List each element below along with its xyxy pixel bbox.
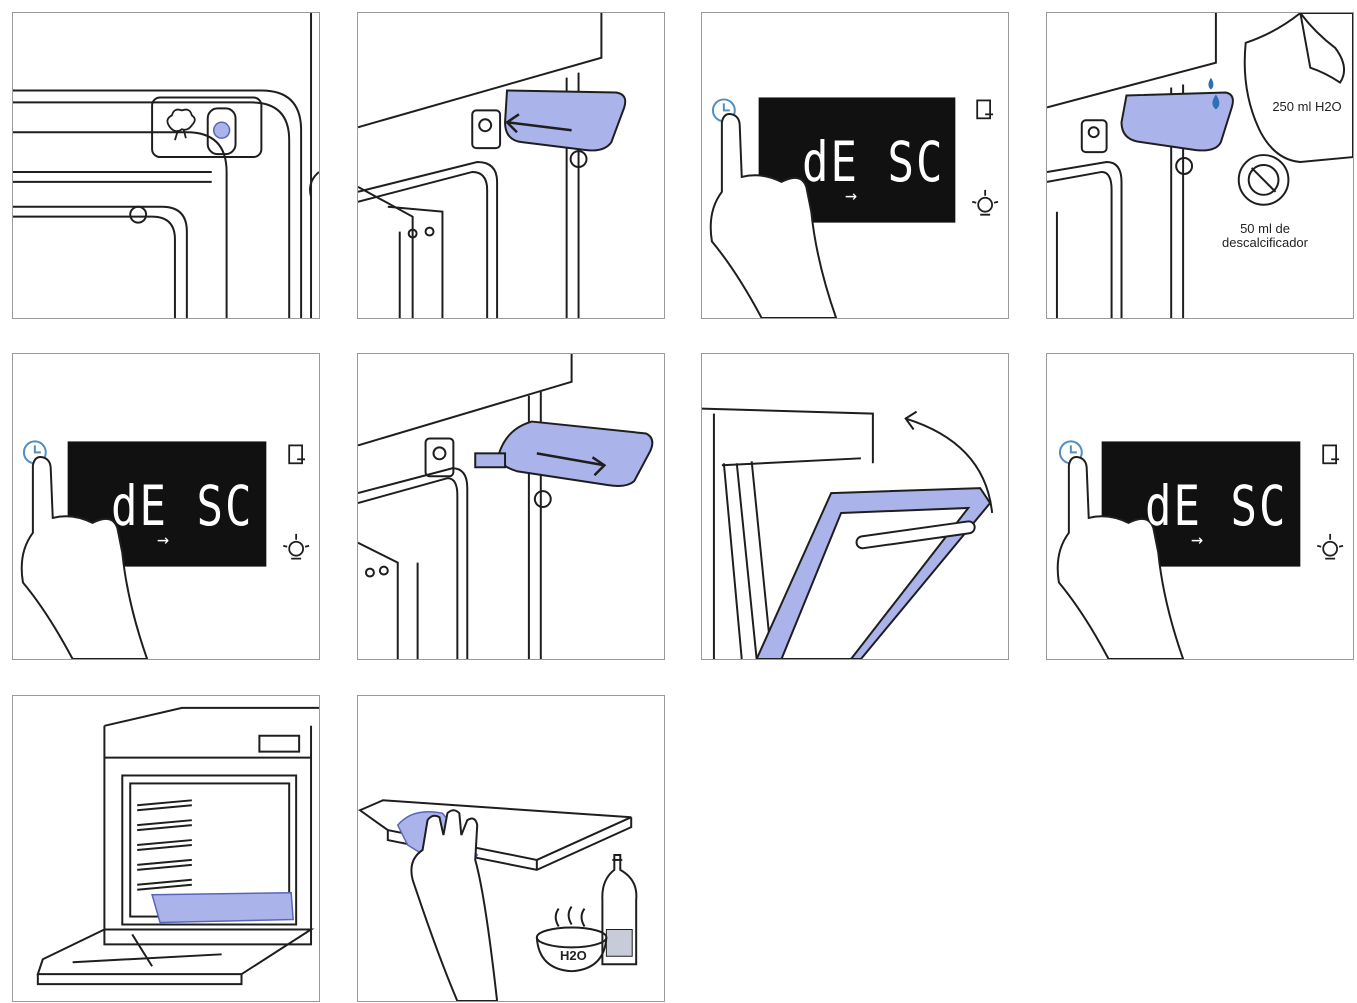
step-3-panel: dE SC → bbox=[701, 12, 1009, 319]
display-arrow: → bbox=[157, 527, 172, 551]
steam-icon bbox=[166, 108, 196, 141]
step-4-panel: 250 ml H2O 50 ml de descalcificador bbox=[1046, 12, 1354, 319]
display-text: dE SC bbox=[802, 131, 945, 195]
step-8-illustration bbox=[1056, 440, 1344, 659]
door-icon bbox=[1322, 444, 1340, 465]
step-1-illustration bbox=[13, 13, 319, 318]
door-icon bbox=[288, 444, 306, 465]
step-2-illustration bbox=[358, 13, 627, 318]
display-text: dE SC bbox=[1145, 475, 1288, 539]
hand-icon bbox=[709, 113, 838, 318]
light-icon bbox=[283, 533, 310, 560]
detergent-bottle-icon bbox=[601, 853, 638, 966]
descaler-name-label: descalcificador bbox=[1222, 235, 1308, 250]
step-10-panel: H2O bbox=[357, 695, 665, 1002]
light-icon bbox=[1317, 533, 1344, 560]
step-9-panel bbox=[12, 695, 320, 1002]
step-5-panel: dE SC → bbox=[12, 353, 320, 660]
display-arrow: → bbox=[845, 183, 860, 207]
descaler-amount-label: 50 ml de bbox=[1240, 221, 1290, 236]
step-7-panel bbox=[701, 353, 1009, 660]
step-7-illustration bbox=[702, 407, 994, 659]
light-icon bbox=[972, 189, 999, 216]
step-2-panel bbox=[357, 12, 665, 319]
step-6-panel bbox=[357, 353, 665, 660]
step-9-illustration bbox=[36, 706, 319, 986]
bowl-icon bbox=[535, 906, 608, 973]
step-1-panel bbox=[12, 12, 320, 319]
tank-nozzle-icon bbox=[474, 452, 507, 469]
water-drop-icon bbox=[1208, 77, 1220, 110]
step-3-illustration bbox=[709, 97, 999, 318]
pouring-hand-icon bbox=[1299, 13, 1346, 84]
step-5-illustration bbox=[20, 440, 310, 659]
bowl-water-label: H2O bbox=[560, 948, 587, 963]
door-icon bbox=[976, 99, 994, 120]
water-tank-icon bbox=[497, 420, 654, 488]
display-arrow: → bbox=[1191, 527, 1206, 551]
jug-icon bbox=[1243, 13, 1353, 164]
display-text: dE SC bbox=[111, 475, 254, 539]
hand-icon bbox=[1056, 456, 1185, 659]
water-tank-icon bbox=[1120, 91, 1234, 152]
arrow-left-icon bbox=[505, 113, 572, 134]
step-8-panel: dE SC → bbox=[1046, 353, 1354, 660]
step-4-illustration bbox=[1047, 13, 1353, 318]
tray-icon bbox=[151, 891, 294, 924]
arrow-right-icon bbox=[536, 452, 607, 477]
rotate-arrow-icon bbox=[904, 410, 994, 514]
hand-icon bbox=[20, 456, 149, 659]
hand-icon bbox=[410, 809, 499, 1001]
water-tank-icon bbox=[504, 89, 627, 152]
step-6-illustration bbox=[358, 354, 654, 659]
door-handle-icon bbox=[855, 520, 976, 550]
step-10-illustration bbox=[358, 799, 638, 1001]
water-amount-label: 250 ml H2O bbox=[1272, 99, 1342, 114]
steam-button-icon bbox=[212, 121, 231, 139]
